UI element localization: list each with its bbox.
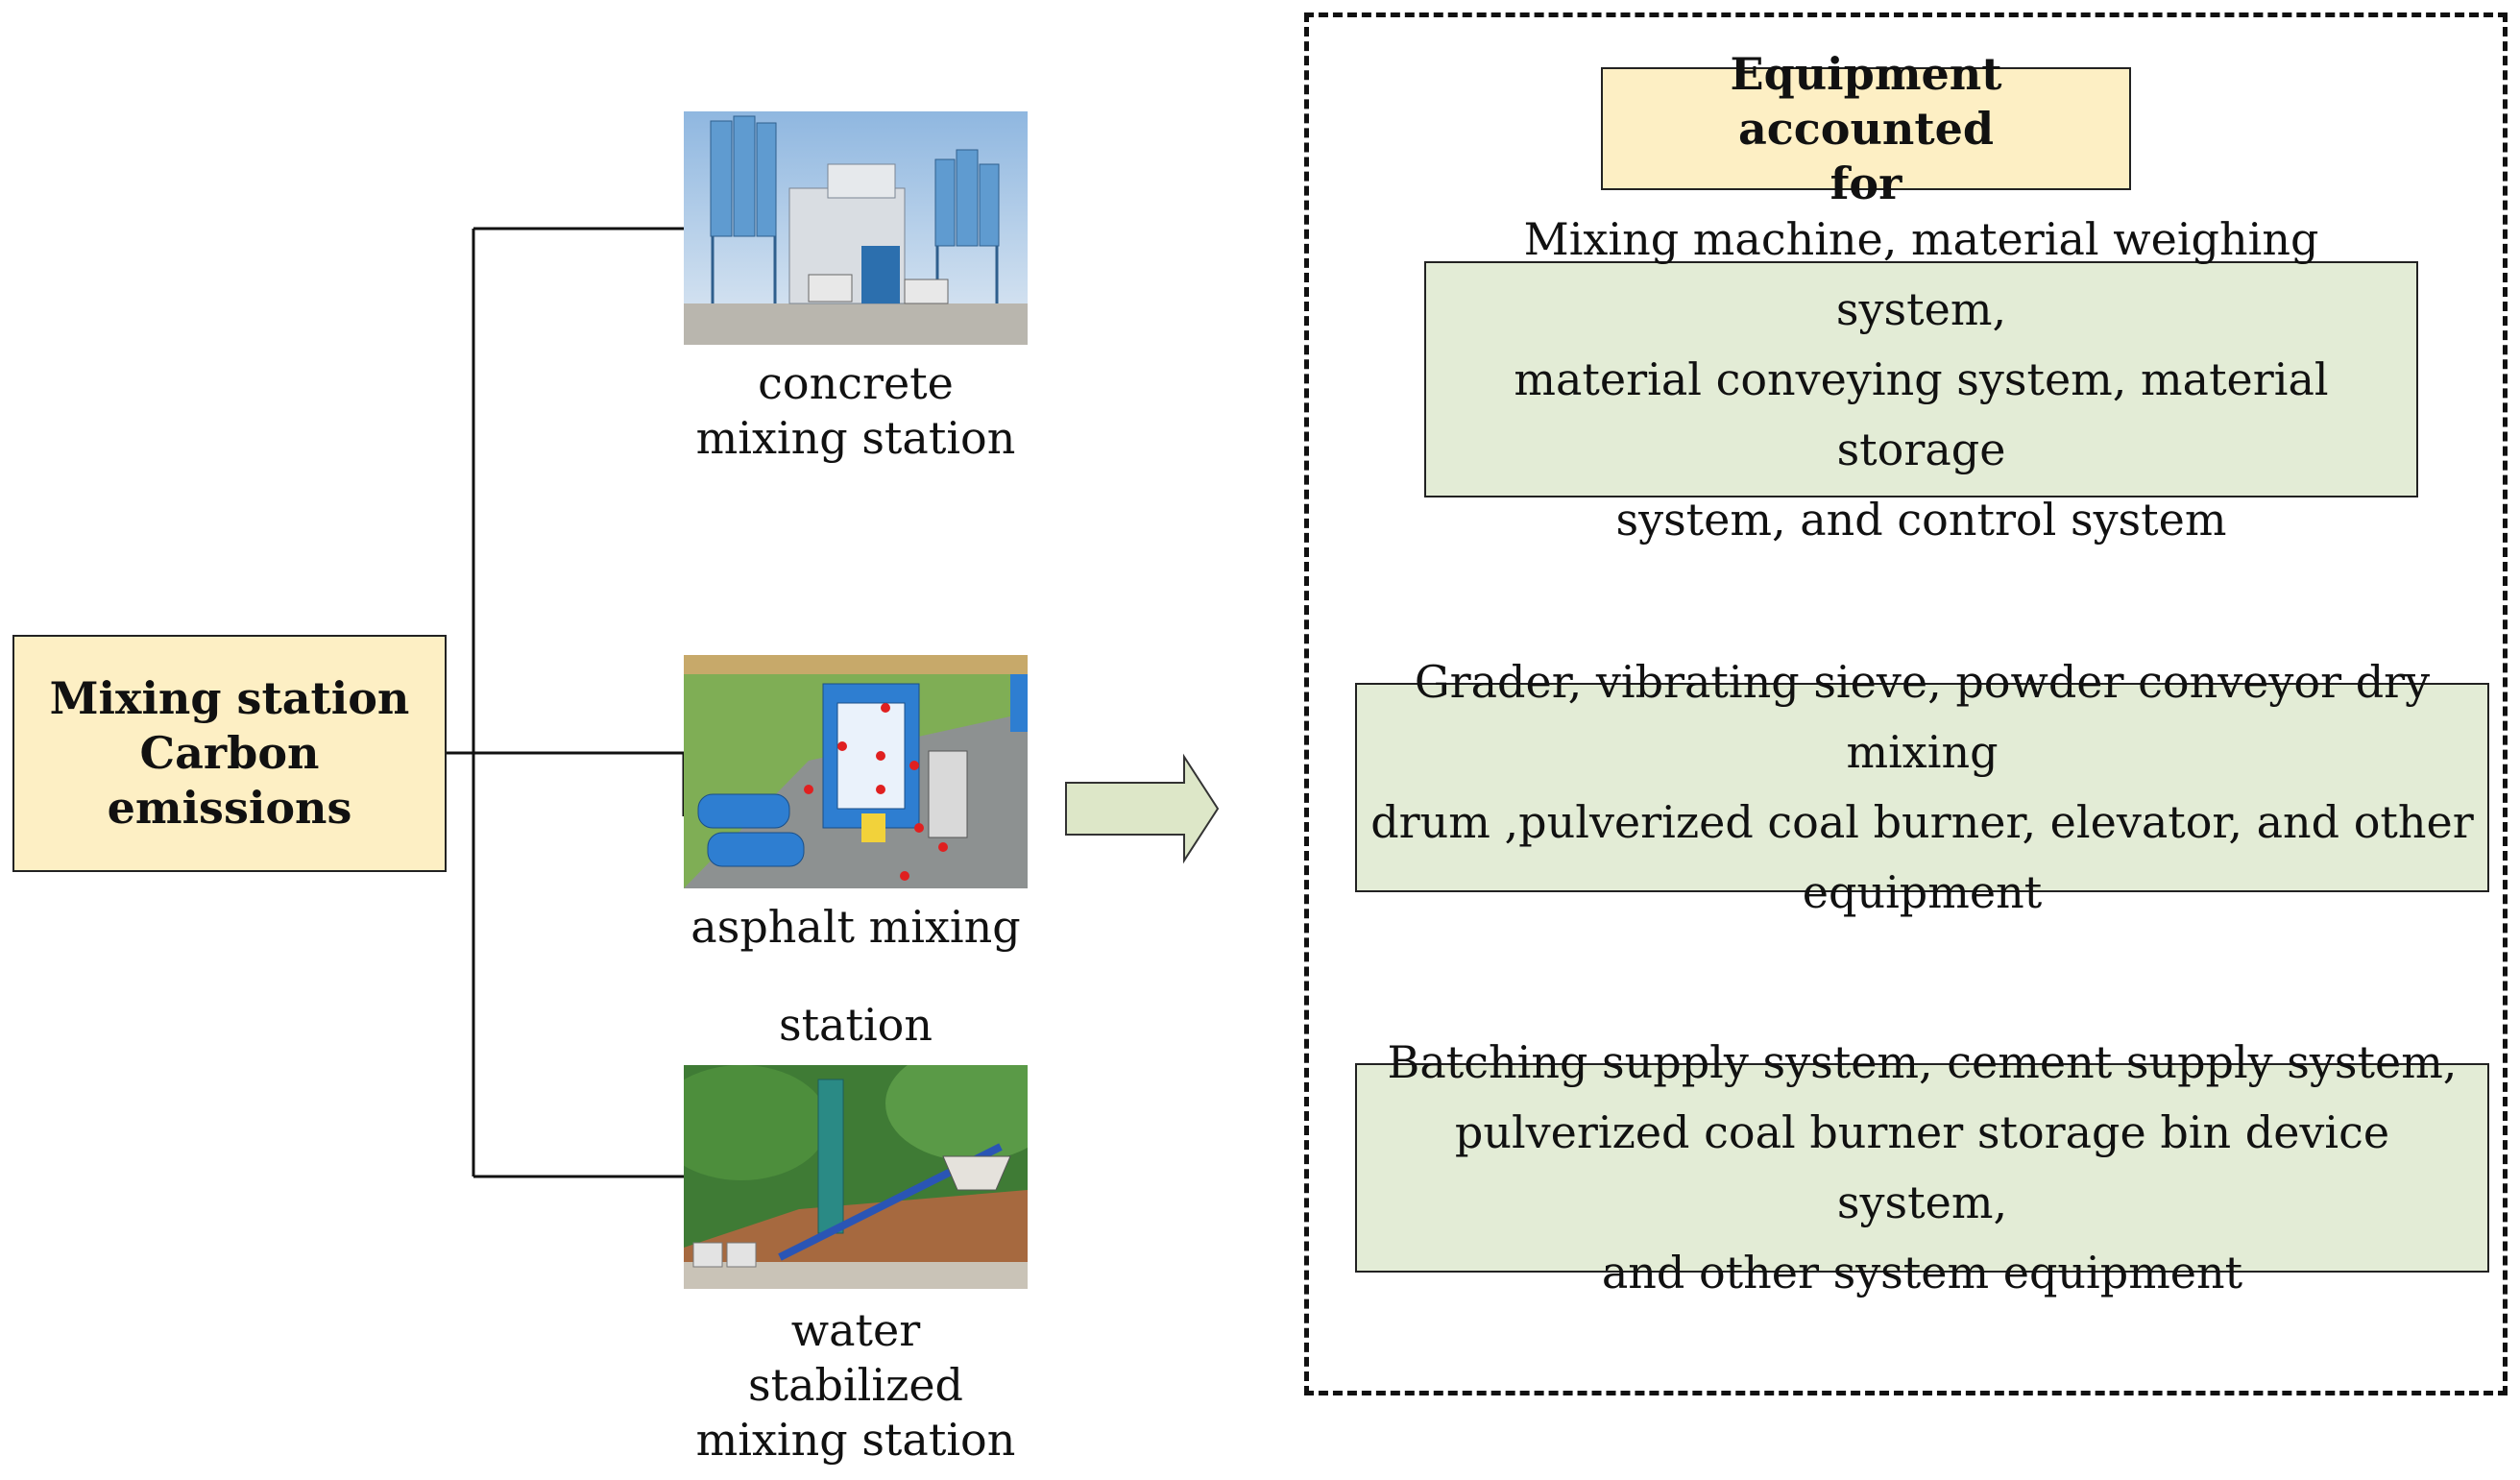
right-arrow <box>1065 753 1220 864</box>
concrete-equipment-box: Mixing machine, material weighing system… <box>1424 213 2418 546</box>
equipment-panel <box>1304 12 2508 1395</box>
concrete-station-label: concrete mixing station <box>695 357 1016 464</box>
main-title-line2: Carbon emissions <box>107 727 352 834</box>
asphalt-mixing-station-image <box>684 655 1028 888</box>
asphalt-station-label-line2: station <box>778 999 933 1051</box>
water-stabilized-mixing-station-image <box>684 1065 1028 1289</box>
main-title-line1: Mixing station <box>49 672 410 724</box>
water-stabilized-equipment-box: Batching supply system, cement supply sy… <box>1355 1036 2489 1298</box>
equipment-accounted-for-title: Equipment accounted for <box>1601 48 2131 209</box>
mixing-station-carbon-emissions-box: Mixing station Carbon emissions <box>12 635 447 872</box>
asphalt-station-label-line1: asphalt mixing <box>691 901 1021 953</box>
water-stabilized-station-label: water stabilized mixing station <box>695 1304 1016 1466</box>
concrete-mixing-station-image <box>684 111 1028 345</box>
asphalt-equipment-box: Grader, vibrating sieve, powder conveyor… <box>1355 656 2489 918</box>
